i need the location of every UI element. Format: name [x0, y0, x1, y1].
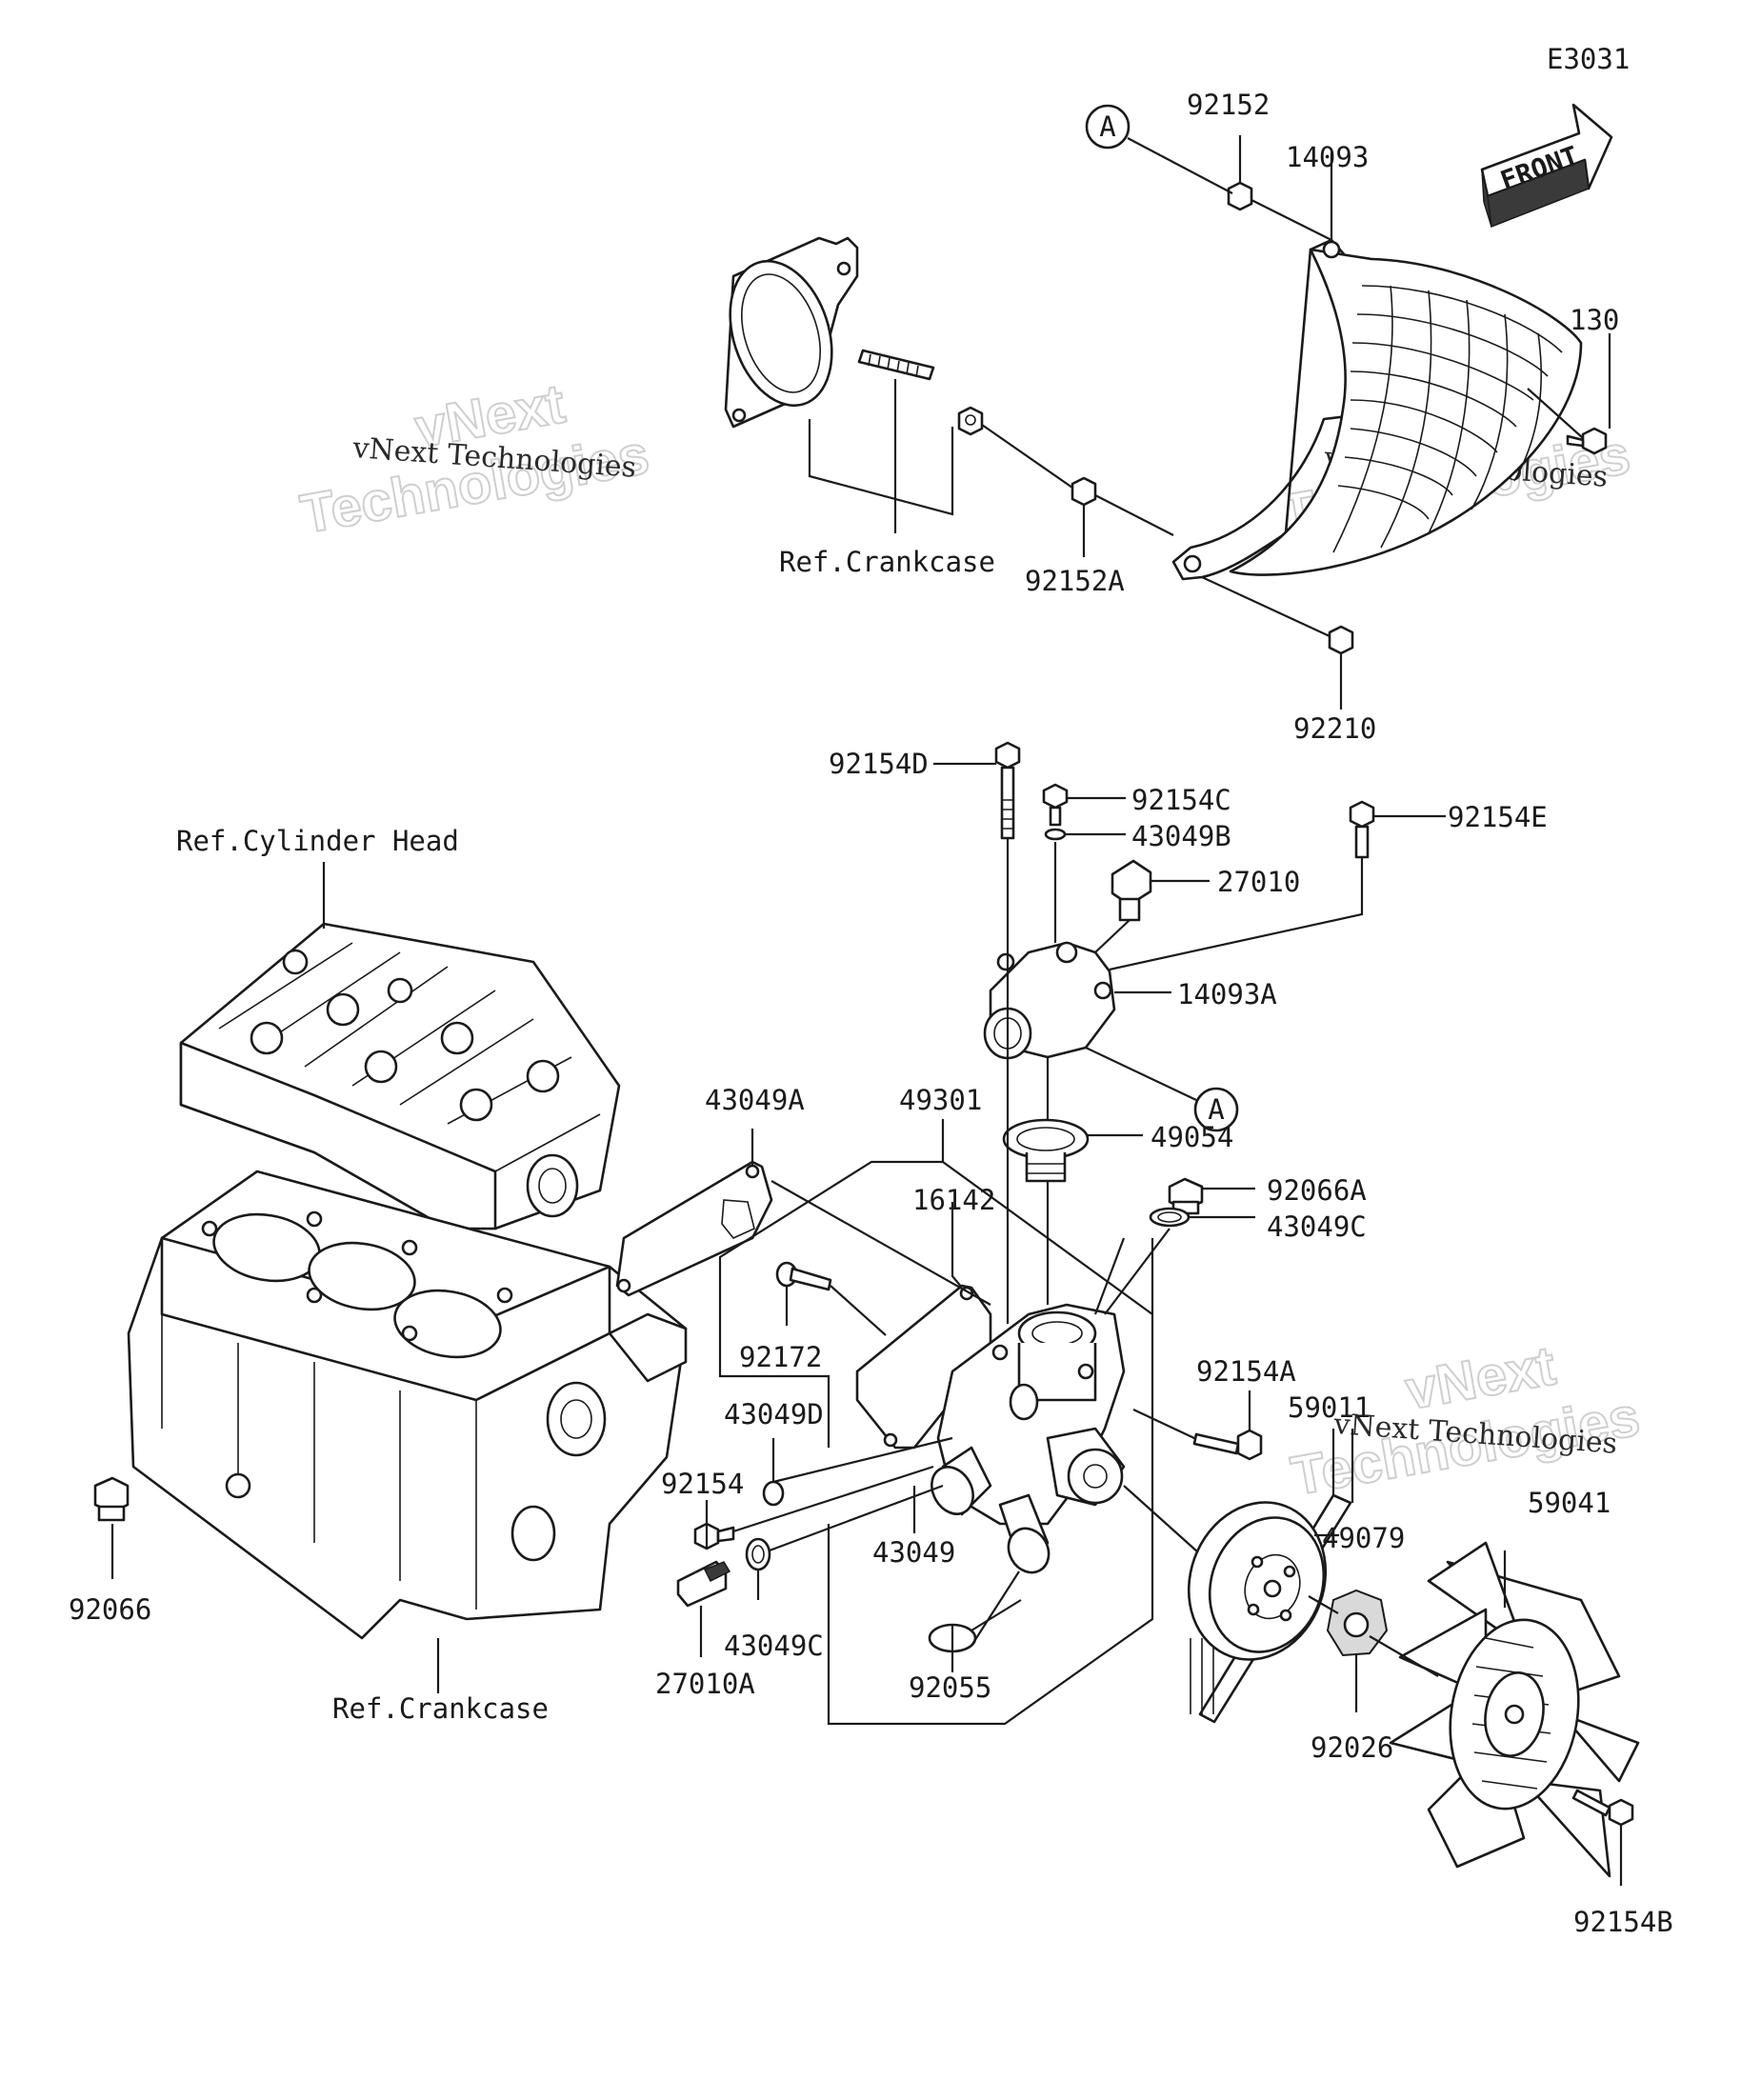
fan-shroud — [1171, 238, 1583, 581]
engine-block — [127, 1170, 688, 1640]
label-92210: 92210 — [1293, 712, 1376, 745]
label-92066A: 92066A — [1267, 1174, 1367, 1207]
label-92154D: 92154D — [829, 748, 929, 780]
label-92154E: 92154E — [1448, 801, 1548, 833]
bolt-130 — [1566, 427, 1608, 455]
label-43049C-top: 43049C — [1267, 1210, 1367, 1243]
bolt-92154D — [994, 741, 1021, 840]
sensor-27010A — [676, 1560, 731, 1608]
label-14093A: 14093A — [1177, 978, 1277, 1010]
bolt-92172 — [775, 1261, 832, 1291]
label-92154B: 92154B — [1573, 1906, 1673, 1938]
label-92152A: 92152A — [1025, 565, 1125, 597]
bolt-92154B — [1571, 1789, 1634, 1827]
cylinder-head — [179, 922, 621, 1230]
thermostat-housing-14093A — [983, 941, 1116, 1060]
nut-92152A — [1071, 476, 1097, 507]
label-43049: 43049 — [872, 1536, 955, 1569]
label-92154: 92154 — [661, 1468, 744, 1500]
bolt-92154 — [693, 1522, 735, 1550]
label-16142: 16142 — [912, 1184, 995, 1216]
label-ref-crankcase-top: Ref.Crankcase — [779, 546, 995, 578]
watermark-top-left: vNext Technologies vNext Technologies — [295, 371, 654, 546]
label-130: 130 — [1570, 304, 1619, 336]
front-arrow: FRONT — [1480, 103, 1613, 229]
label-49079: 49079 — [1322, 1522, 1405, 1554]
nut-92210 — [1328, 625, 1354, 655]
label-27010A: 27010A — [655, 1668, 755, 1700]
diagram-code: E3031 — [1547, 43, 1630, 75]
label-92055: 92055 — [909, 1671, 991, 1704]
label-59041: 59041 — [1528, 1487, 1611, 1519]
washer-43049C-bottom — [745, 1537, 771, 1571]
label-92154C: 92154C — [1131, 784, 1231, 816]
middle-leader-lines — [699, 762, 1623, 1886]
svg-text:A: A — [1208, 1093, 1224, 1126]
label-43049D: 43049D — [724, 1398, 824, 1430]
thermostat-49054 — [1002, 1118, 1090, 1183]
sensor-27010 — [1111, 859, 1152, 922]
label-92152: 92152 — [1187, 89, 1270, 121]
label-14093: 14093 — [1286, 141, 1369, 173]
nut-92152 — [1227, 181, 1253, 211]
label-27010: 27010 — [1217, 866, 1300, 898]
gasket-43049A — [615, 1160, 773, 1297]
label-92154A: 92154A — [1196, 1355, 1296, 1388]
washer-43049D — [762, 1480, 785, 1507]
top-leader-lines — [808, 135, 1611, 710]
nut-flange-92152-upper — [957, 406, 984, 436]
svg-text:A: A — [1099, 110, 1115, 143]
water-pump-body — [931, 1303, 1126, 1574]
label-92026: 92026 — [1311, 1731, 1393, 1764]
bolt-92154E — [1349, 800, 1375, 859]
ref-crankcase-bottom: Ref.Crankcase — [332, 1692, 549, 1725]
washer-43049B — [1044, 828, 1067, 841]
label-43049B: 43049B — [1131, 820, 1231, 852]
label-43049C-bottom: 43049C — [724, 1630, 824, 1662]
label-59011: 59011 — [1288, 1391, 1371, 1424]
label-43049A: 43049A — [705, 1084, 805, 1116]
ref-cylinder-head: Ref.Cylinder Head — [176, 825, 459, 857]
bolt-92154C — [1042, 783, 1069, 827]
label-92066: 92066 — [69, 1593, 151, 1626]
callout-a-lower: A — [1193, 1087, 1239, 1132]
stud — [857, 349, 935, 381]
fan-59041 — [1389, 1541, 1640, 1878]
spacer-92026 — [1326, 1589, 1389, 1657]
label-49301: 49301 — [899, 1084, 982, 1116]
plug-92066 — [93, 1476, 130, 1522]
label-49054: 49054 — [1151, 1121, 1233, 1153]
pulley-49079 — [1187, 1501, 1328, 1661]
label-92172: 92172 — [739, 1341, 822, 1373]
bolt-92154A — [1192, 1429, 1263, 1461]
part-labels: 92152 14093 130 Ref.Crankcase 92152A 922… — [69, 89, 1673, 1938]
callout-a-top: A — [1085, 104, 1131, 150]
crankcase-flange — [724, 236, 859, 429]
washer-43049C-top — [1149, 1207, 1191, 1228]
